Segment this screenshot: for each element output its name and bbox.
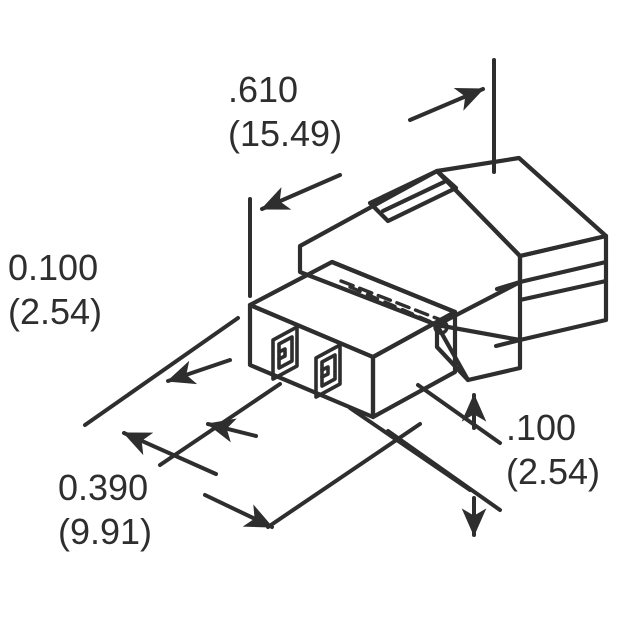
ext-line-height-upper	[416, 383, 502, 445]
dimension-height	[386, 383, 502, 537]
rear-block-front-lower-face	[434, 322, 523, 383]
housing-seam-detail	[329, 259, 458, 335]
rear-housing-block	[297, 155, 609, 383]
rear-block-upper-surface	[297, 168, 523, 328]
leader-length-right	[408, 87, 485, 122]
rear-block-groove-upper	[517, 259, 609, 285]
dimension-value-metric: (15.49)	[228, 113, 343, 154]
contact-cavity-1-outer	[271, 325, 299, 381]
contact-cavity-group	[271, 325, 342, 399]
rear-block-groove-return	[494, 279, 523, 292]
dimension-value-metric: (9.91)	[58, 511, 153, 552]
latch-post-detail	[433, 319, 449, 335]
arrow-width-lower	[203, 493, 274, 529]
dimension-value-metric: (2.54)	[8, 291, 103, 332]
arrow-pitch-right	[206, 418, 258, 443]
front-housing-top-rear-edge	[329, 259, 458, 315]
dimension-label-overall-length: .610 (15.49)	[228, 68, 342, 156]
arrow-width-upper	[122, 431, 218, 476]
arrow-pitch-left	[166, 358, 232, 385]
dimension-value-imperial: 0.390	[58, 467, 149, 508]
dimension-contact-pitch	[83, 316, 282, 467]
dimension-value-imperial: .100	[506, 407, 577, 448]
dimension-value-imperial: 0.100	[8, 247, 99, 288]
ext-line-width-diagonal	[266, 422, 422, 529]
rear-block-groove-lower	[517, 278, 609, 303]
contact-cavity-2-outer	[314, 343, 342, 399]
rear-block-step-line	[493, 337, 523, 349]
front-housing-front-face	[247, 302, 376, 420]
ext-line-pitch-upper	[83, 316, 240, 427]
rear-block-right-face	[517, 233, 609, 343]
dimension-overall-length	[248, 58, 496, 298]
dimension-overall-width	[122, 406, 472, 529]
seam-slot-line	[339, 279, 443, 322]
dimension-label-height: .100 (2.54)	[506, 406, 600, 494]
dimension-value-metric: (2.54)	[506, 451, 601, 492]
ext-line-pitch-lower	[158, 382, 282, 467]
dimension-value-imperial: .610	[228, 69, 299, 110]
contact-cavity-2-contact	[320, 365, 330, 379]
leader-length-left	[260, 173, 342, 211]
seam-slot-line-lower	[348, 285, 440, 327]
latch-ledge-inner-line	[380, 179, 447, 214]
dimension-label-overall-width: 0.390 (9.91)	[58, 466, 152, 554]
ext-line-height-lower	[386, 429, 502, 512]
dimension-label-contact-pitch: 0.100 (2.54)	[8, 246, 102, 334]
contact-cavity-1-contact	[277, 347, 287, 361]
